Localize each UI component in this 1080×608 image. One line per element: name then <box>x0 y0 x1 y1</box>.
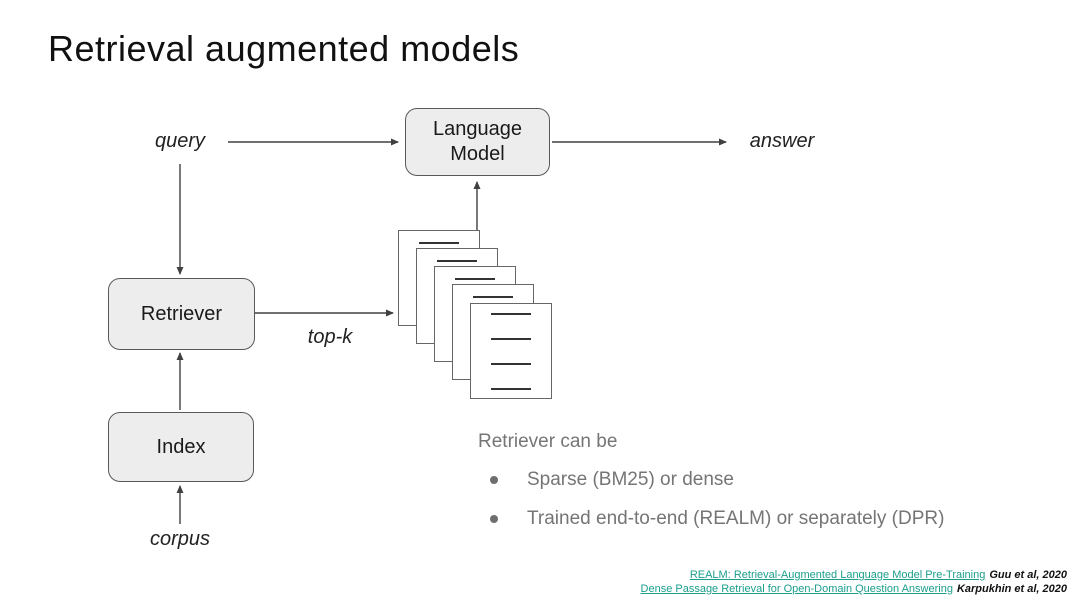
index-node: Index <box>108 412 254 482</box>
retriever-node: Retriever <box>108 278 255 350</box>
citation-line: REALM: Retrieval-Augmented Language Mode… <box>641 568 1067 582</box>
bullet-item: Sparse (BM25) or dense <box>490 469 734 491</box>
citation-link[interactable]: REALM: Retrieval-Augmented Language Mode… <box>689 569 986 581</box>
bullet-item: Trained end-to-end (REALM) or separately… <box>490 508 944 530</box>
corpus-label: corpus <box>149 528 211 550</box>
bullet-dot <box>490 515 498 523</box>
doc-text-line <box>473 296 513 298</box>
citation-link[interactable]: Dense Passage Retrieval for Open-Domain … <box>640 583 953 595</box>
slide-title: Retrieval augmented models <box>48 28 520 69</box>
top-k-label: top-k <box>307 326 353 348</box>
citations: REALM: Retrieval-Augmented Language Mode… <box>641 568 1067 596</box>
language-model-node: Language Model <box>405 108 550 176</box>
citation-authors: Karpukhin et al, 2020 <box>956 583 1067 595</box>
doc-text-line <box>491 338 531 340</box>
document-front <box>470 303 552 399</box>
bullet-text: Sparse (BM25) or dense <box>527 469 734 490</box>
bullet-dot <box>490 476 498 484</box>
citation-authors: Guu et al, 2020 <box>989 569 1067 581</box>
notes-heading: Retriever can be <box>478 431 618 452</box>
doc-text-line <box>437 260 477 262</box>
bullet-text: Trained end-to-end (REALM) or separately… <box>527 508 945 529</box>
doc-text-line <box>455 278 495 280</box>
answer-label: answer <box>749 130 815 152</box>
doc-text-line <box>419 242 459 244</box>
citation-line: Dense Passage Retrieval for Open-Domain … <box>641 582 1067 596</box>
doc-text-line <box>491 363 531 365</box>
doc-text-line <box>491 313 531 315</box>
query-label: query <box>154 130 206 152</box>
doc-text-line <box>491 388 531 390</box>
